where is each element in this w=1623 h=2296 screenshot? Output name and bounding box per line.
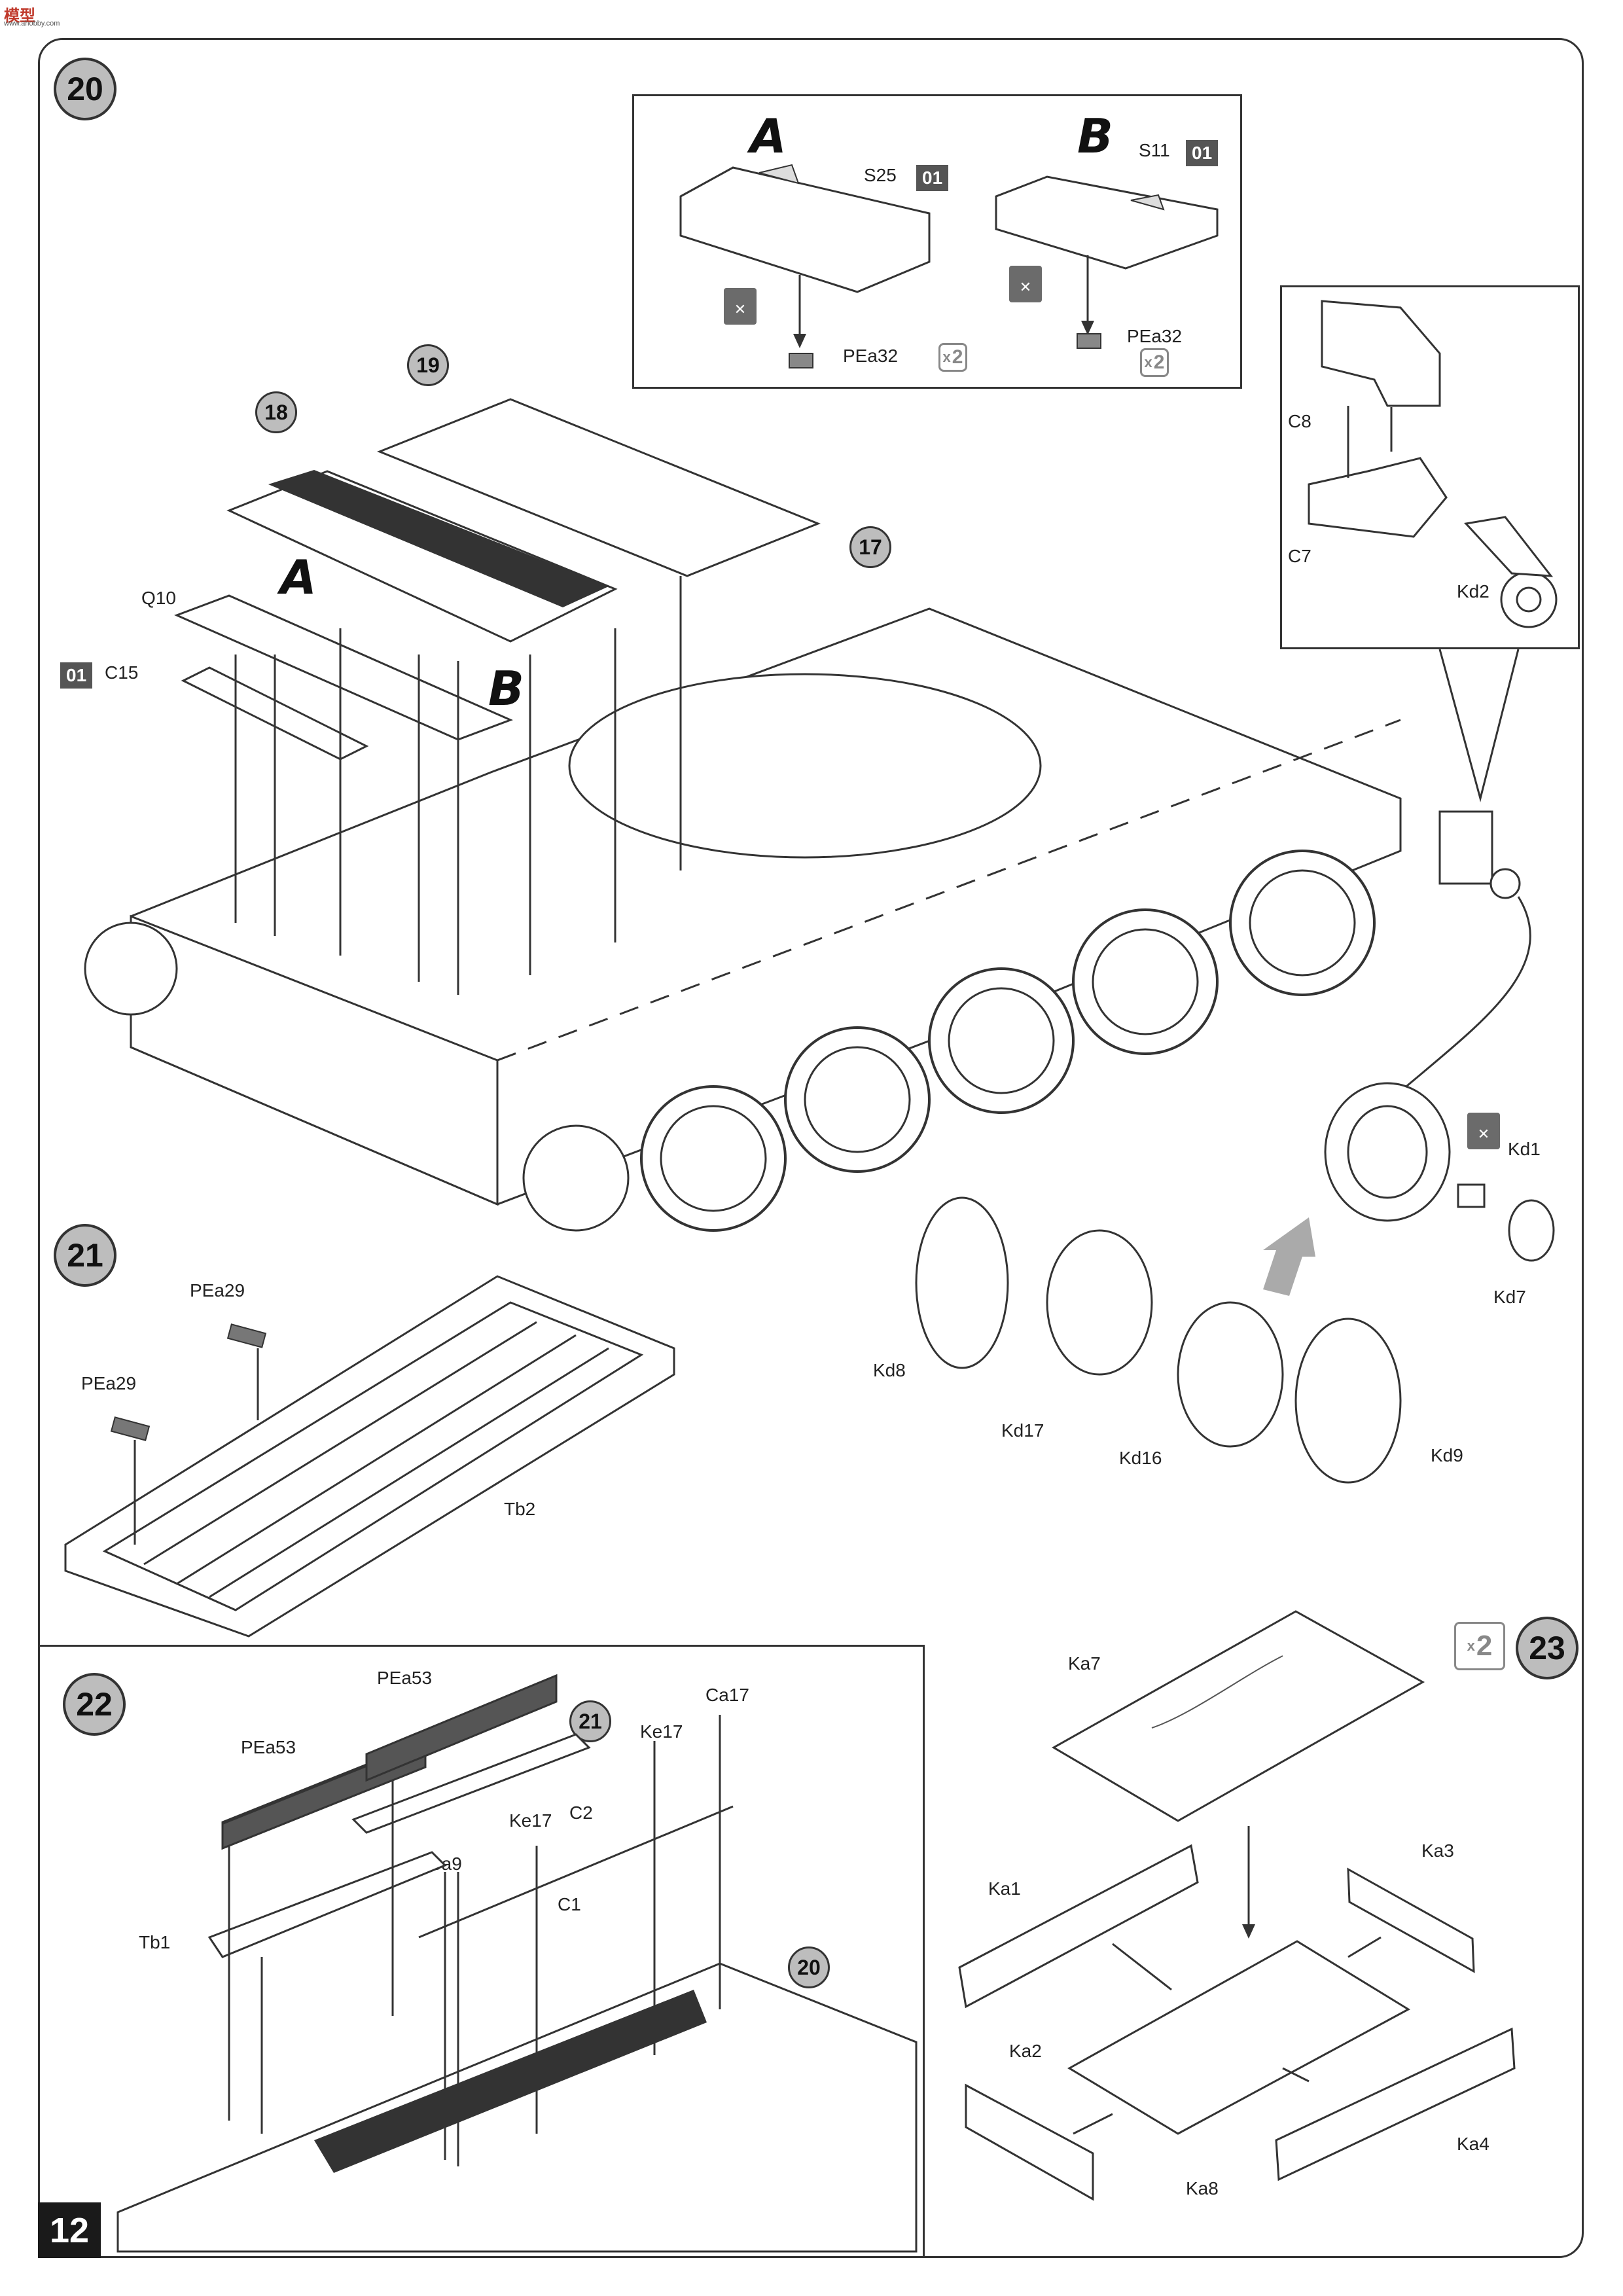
ref-step-17: 17: [849, 526, 891, 568]
part-label-Kd9: Kd9: [1431, 1445, 1463, 1465]
part-label-Ka2: Ka2: [1009, 2041, 1042, 2061]
part-label-C2: C2: [569, 1803, 593, 1823]
variant-b-main: B: [488, 661, 524, 716]
part-label-PEa29-bottom: PEa29: [81, 1373, 137, 1393]
tag-01-c15: 01: [60, 662, 93, 689]
no-glue-icon-wheel: [1467, 1113, 1500, 1149]
ref-step-20: 20: [788, 1946, 830, 1988]
page-number: 12: [38, 2202, 101, 2258]
step-22-number: 22: [63, 1673, 126, 1736]
part-label-Ka8: Ka8: [1186, 2178, 1219, 2198]
part-label-PEa32-a: PEa32: [843, 346, 899, 366]
part-label-Kd17: Kd17: [1001, 1420, 1044, 1441]
part-label-Kd8: Kd8: [873, 1360, 906, 1380]
variant-a-letter: A: [750, 109, 787, 164]
part-label-Ke17-mid: Ke17: [509, 1810, 552, 1831]
part-label-Ka3: Ka3: [1421, 1840, 1454, 1861]
part-label-Q10: Q10: [141, 588, 176, 608]
site-logo: 模型: [4, 7, 35, 25]
step-20-number: 20: [54, 58, 116, 120]
part-label-Tb1: Tb1: [139, 1932, 171, 1952]
part-label-Ke17-top: Ke17: [640, 1721, 683, 1742]
ref-step-19: 19: [407, 344, 449, 386]
page-frame: [38, 38, 1584, 2258]
part-label-C7: C7: [1288, 546, 1311, 566]
ref-step-21: 21: [569, 1700, 611, 1742]
tag-01-b: 01: [1186, 140, 1219, 166]
part-label-Kd16: Kd16: [1119, 1448, 1162, 1468]
part-label-C1: C1: [558, 1894, 581, 1914]
part-label-PEa53-left: PEa53: [241, 1737, 296, 1757]
part-label-S11: S11: [1139, 140, 1170, 160]
part-label-PEa32-b: PEa32: [1127, 326, 1183, 346]
part-label-Ka4: Ka4: [1457, 2134, 1489, 2154]
variant-b-letter: B: [1077, 109, 1113, 164]
part-label-Kd2: Kd2: [1457, 581, 1489, 601]
no-glue-icon-a: [724, 288, 757, 325]
part-label-S25: S25: [864, 165, 897, 185]
no-glue-icon-b: [1009, 266, 1042, 302]
part-label-C15: C15: [105, 662, 139, 683]
part-label-Ca17: Ca17: [705, 1685, 749, 1705]
variant-a-main: A: [280, 550, 317, 605]
ref-step-18: 18: [255, 391, 297, 433]
divider-step22-right: [923, 1645, 925, 2258]
step-23-number: 23: [1516, 1617, 1578, 1679]
part-label-PEa53-top: PEa53: [377, 1668, 433, 1688]
divider-step22-top: [38, 1645, 925, 1647]
part-label-Kd1: Kd1: [1508, 1139, 1541, 1159]
part-label-C8: C8: [1288, 411, 1311, 431]
part-label-Ka1: Ka1: [988, 1878, 1021, 1899]
step-21-number: 21: [54, 1224, 116, 1287]
part-label-PEa29-top: PEa29: [190, 1280, 245, 1300]
part-label-Ka7: Ka7: [1068, 1653, 1101, 1674]
part-label-Kd7: Kd7: [1493, 1287, 1526, 1307]
site-url: www.ahobby.com: [4, 20, 60, 27]
part-label-Tb2: Tb2: [504, 1499, 536, 1519]
tag-01-a: 01: [916, 165, 949, 191]
